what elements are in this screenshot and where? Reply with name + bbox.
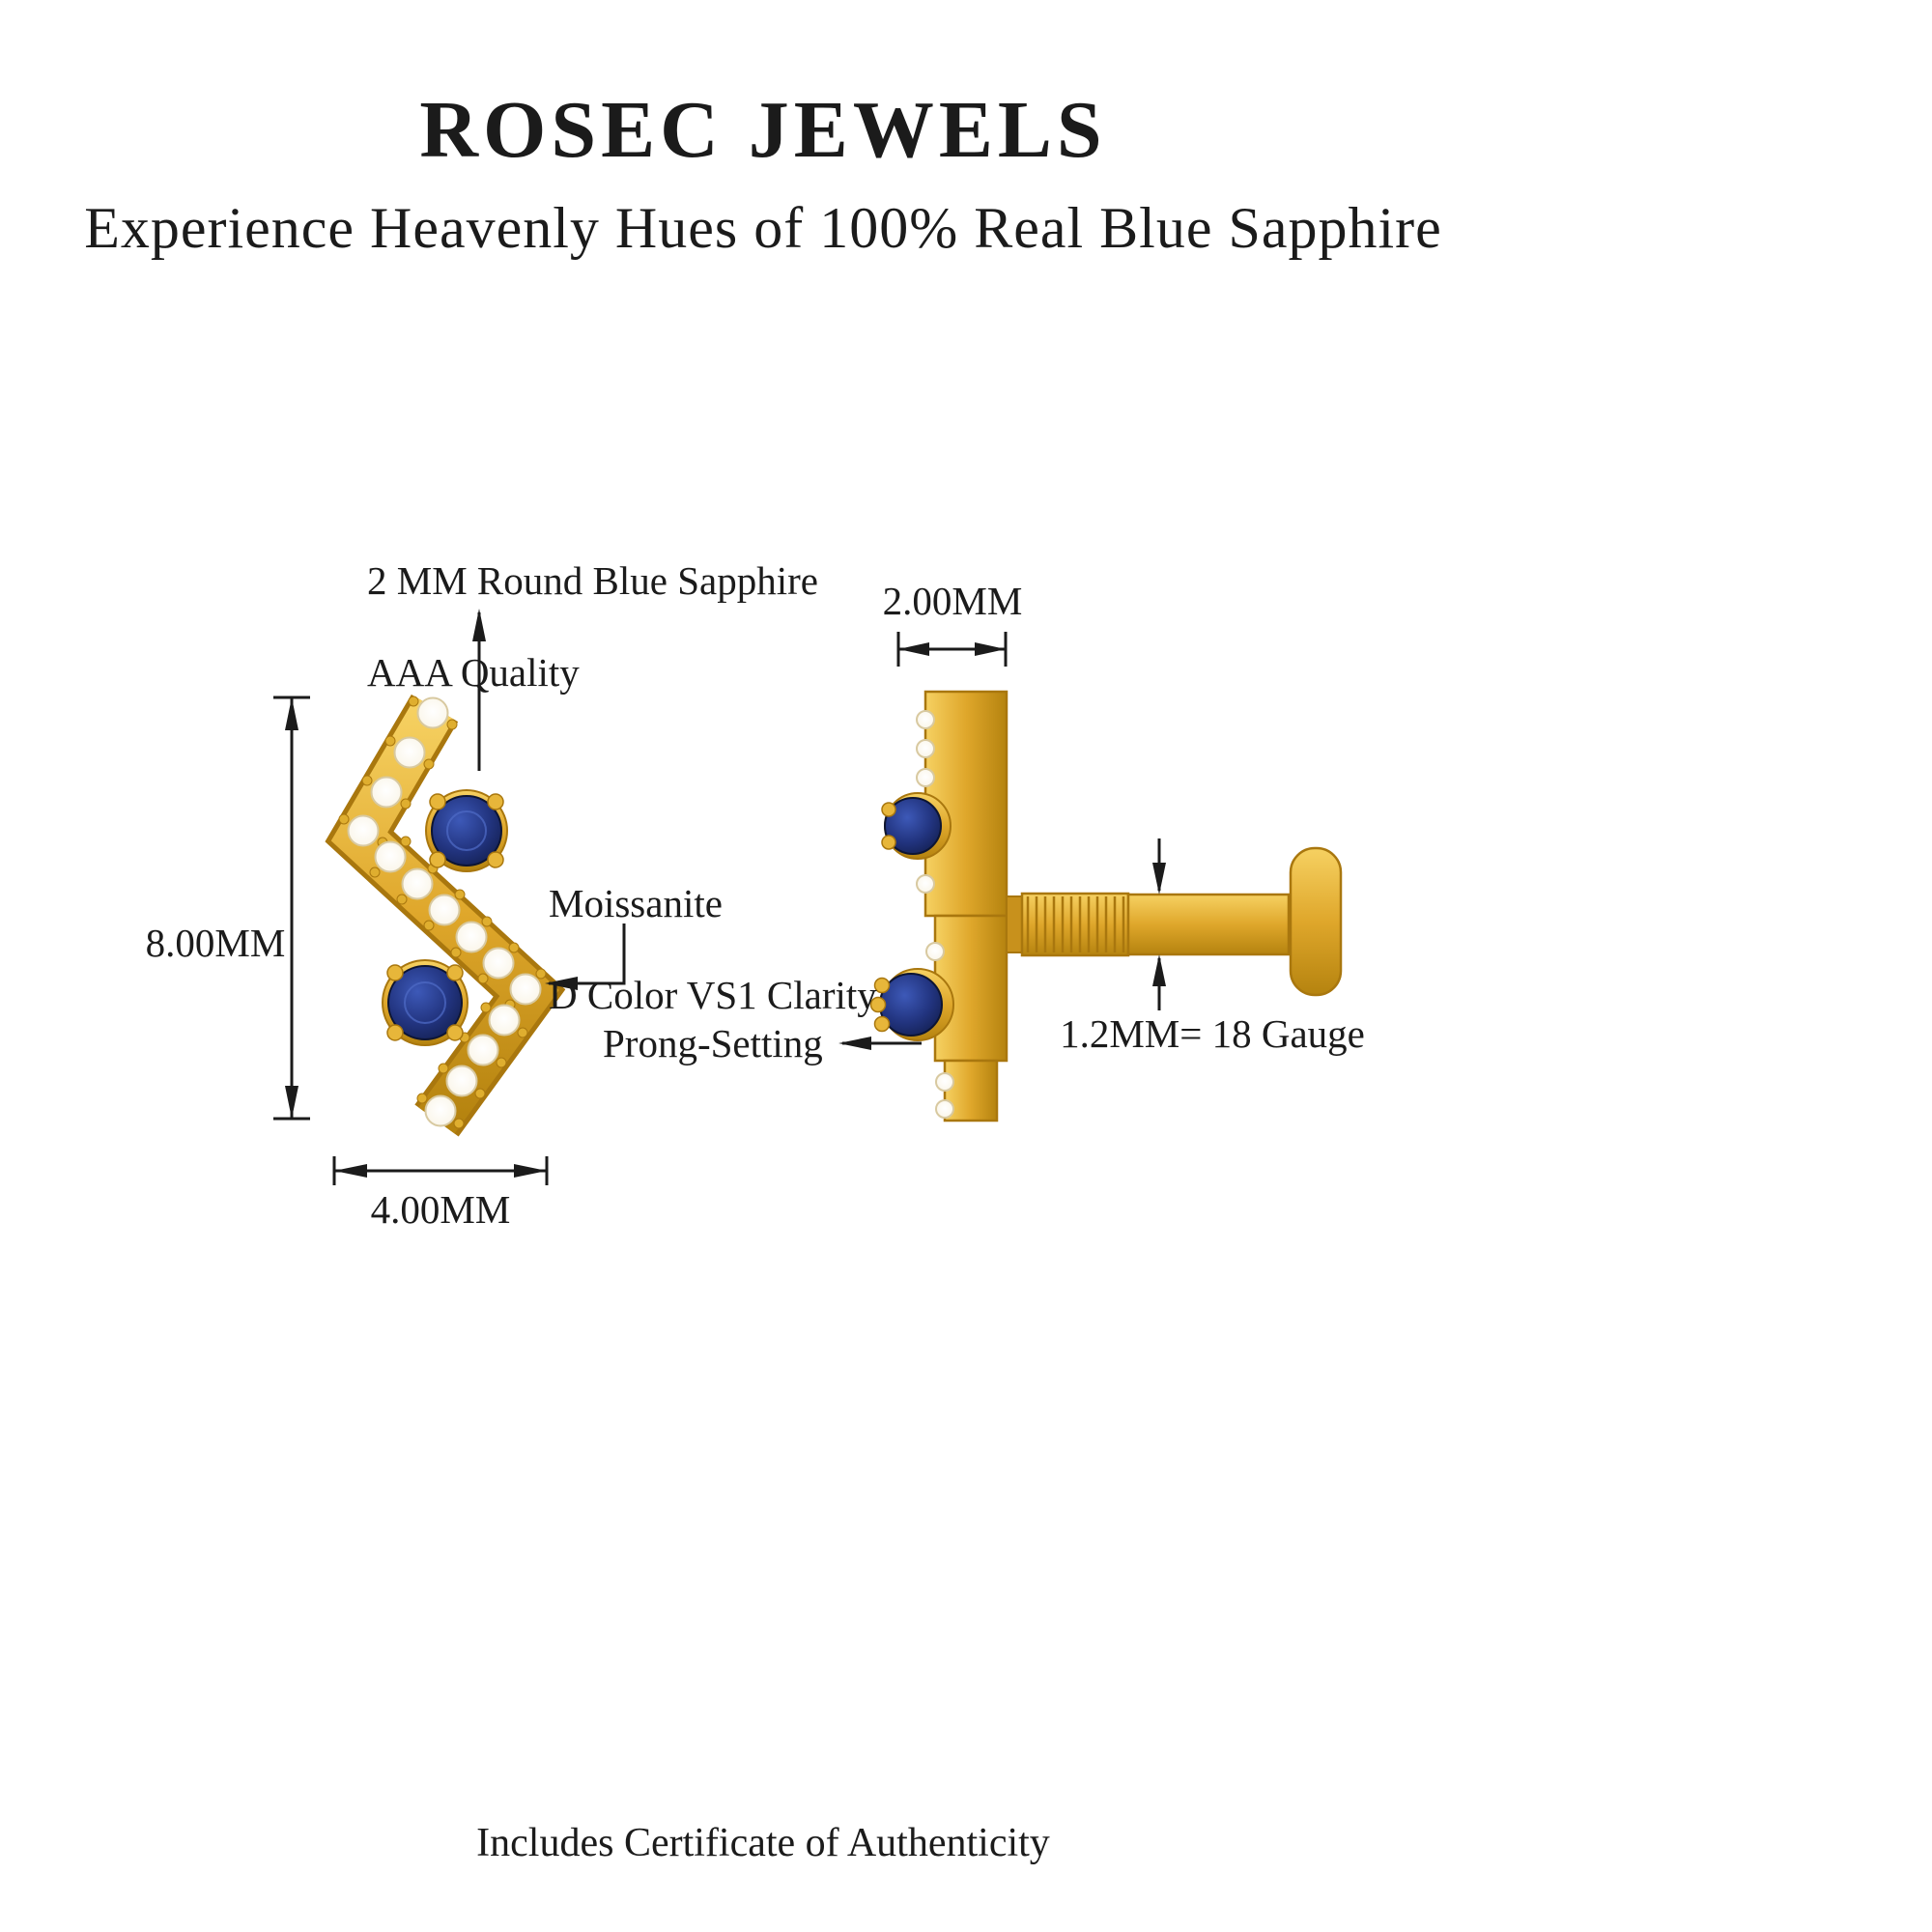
- certificate-note: Includes Certificate of Authenticity: [476, 1821, 1050, 1865]
- page-tagline: Experience Heavenly Hues of 100% Real Bl…: [84, 196, 1442, 260]
- height-dimension-line: [273, 696, 310, 1121]
- sapphire-leader-line: [472, 609, 486, 771]
- sapphire-top: [425, 789, 508, 872]
- width-dimension-line: [332, 1156, 549, 1185]
- width-dimension-label: 4.00MM: [370, 1187, 511, 1232]
- moissanite-leader-line: [545, 923, 626, 990]
- post-bar: [1126, 893, 1291, 956]
- side-sapphire-top: [881, 792, 952, 860]
- side-view-earring-illustration: [869, 690, 1343, 1122]
- gauge-dimension-label: 1.2MM= 18 Gauge: [1060, 1011, 1365, 1056]
- moissanite-annotation: Moissanite D Color VS1 Clarity: [549, 835, 877, 1065]
- prong-leader-line: [838, 1037, 922, 1050]
- front-view-earring-illustration: [325, 694, 566, 1137]
- sapphire-bottom: [382, 959, 469, 1046]
- moissanite-annotation-line1: Moissanite: [549, 880, 723, 925]
- screw-post: [1006, 846, 1343, 997]
- depth-dimension-line: [896, 632, 1008, 667]
- sapphire-annotation-line1: 2 MM Round Blue Sapphire: [367, 557, 818, 603]
- back-disc: [1289, 846, 1343, 997]
- sapphire-annotation-line2: AAA Quality: [367, 649, 580, 695]
- threaded-section: [1020, 892, 1130, 957]
- side-sapphire-bottom prong-setting-claws: [869, 968, 954, 1041]
- prong-annotation: Prong-Setting: [603, 1021, 823, 1065]
- height-dimension-label: 8.00MM: [145, 921, 286, 965]
- side-diamond-bumps: [916, 710, 954, 1119]
- moissanite-stones: [347, 696, 542, 1127]
- gauge-dimension-arrows: [1152, 838, 1166, 1010]
- sapphire-annotation: 2 MM Round Blue Sapphire AAA Quality: [367, 512, 818, 742]
- depth-dimension-label: 2.00MM: [882, 579, 1023, 623]
- moissanite-annotation-line2: D Color VS1 Clarity: [549, 972, 877, 1017]
- page-title: ROSEC JEWELS: [419, 85, 1107, 175]
